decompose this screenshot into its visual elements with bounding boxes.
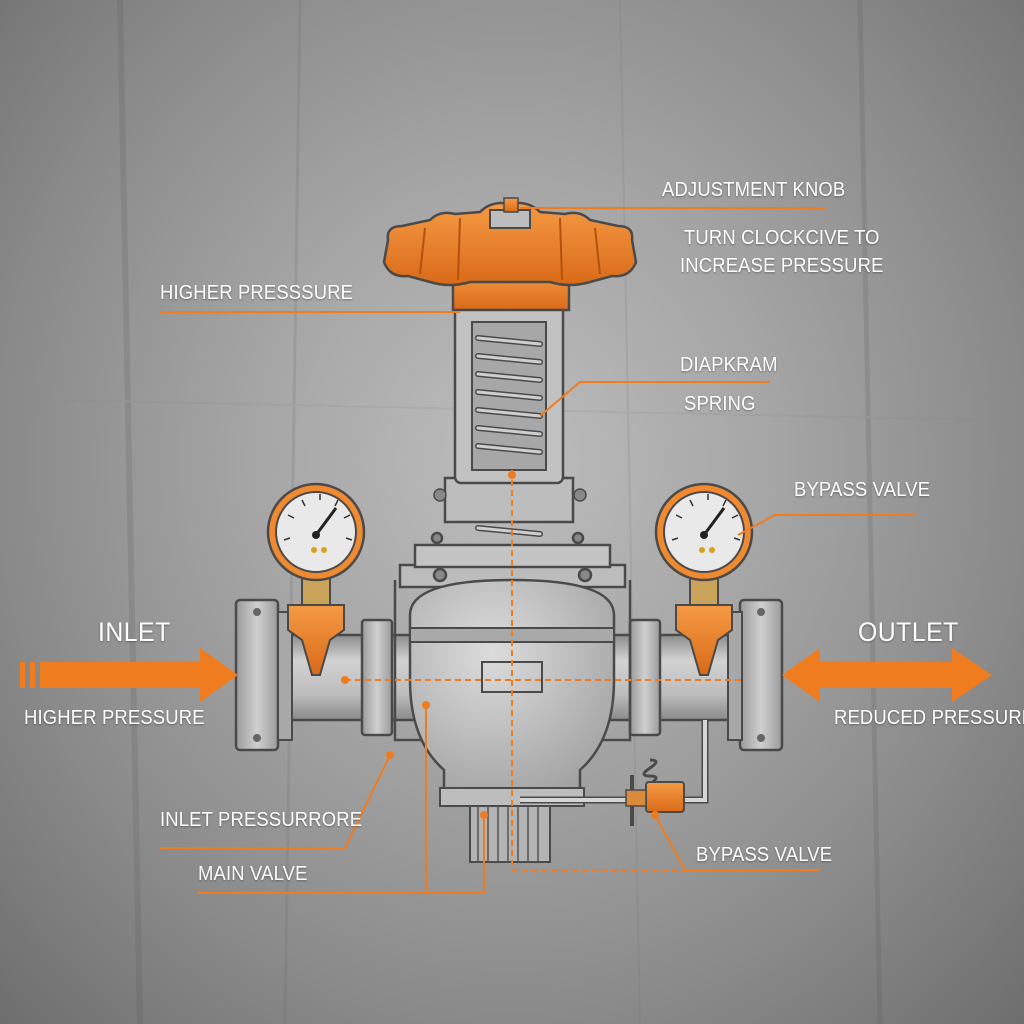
label-main-valve: MAIN VALVE — [198, 863, 308, 885]
label-spring: SPRING — [684, 393, 756, 415]
outlet-arrow — [782, 648, 992, 702]
label-diapkram: DIAPKRAM — [680, 354, 778, 376]
spring-housing — [433, 303, 587, 537]
label-adjustment-knob: ADJUSTMENT KNOB — [662, 179, 846, 201]
leader-dots — [341, 471, 659, 819]
label-higher-pressure-left: HIGHER PRESSURE — [24, 707, 205, 729]
label-reduced-pressure: REDUCED PRESSURE — [834, 707, 1024, 729]
label-bypass-valve-bottom: BYPASS VALVE — [696, 844, 833, 866]
inlet-arrow — [20, 648, 238, 702]
adjustment-knob-shape — [382, 197, 638, 312]
label-inlet: INLET — [98, 617, 171, 647]
outlet-flange — [628, 598, 784, 752]
inlet-pressure-gauge — [266, 482, 366, 676]
label-outlet: OUTLET — [858, 617, 959, 647]
label-bypass-valve-top: BYPASS VALVE — [794, 479, 931, 501]
label-turn-line2: INCREASE PRESSURE — [680, 255, 884, 277]
label-turn-line1: TURN CLOCKCIVE TO — [684, 227, 880, 249]
label-inlet-pressure: INLET PRESSURRORE — [160, 809, 363, 831]
outlet-pressure-gauge — [654, 482, 754, 676]
bypass-line — [520, 720, 709, 826]
leader-lines — [160, 207, 915, 894]
label-higher-pressure-top: HIGHER PRESSSURE — [160, 282, 354, 304]
